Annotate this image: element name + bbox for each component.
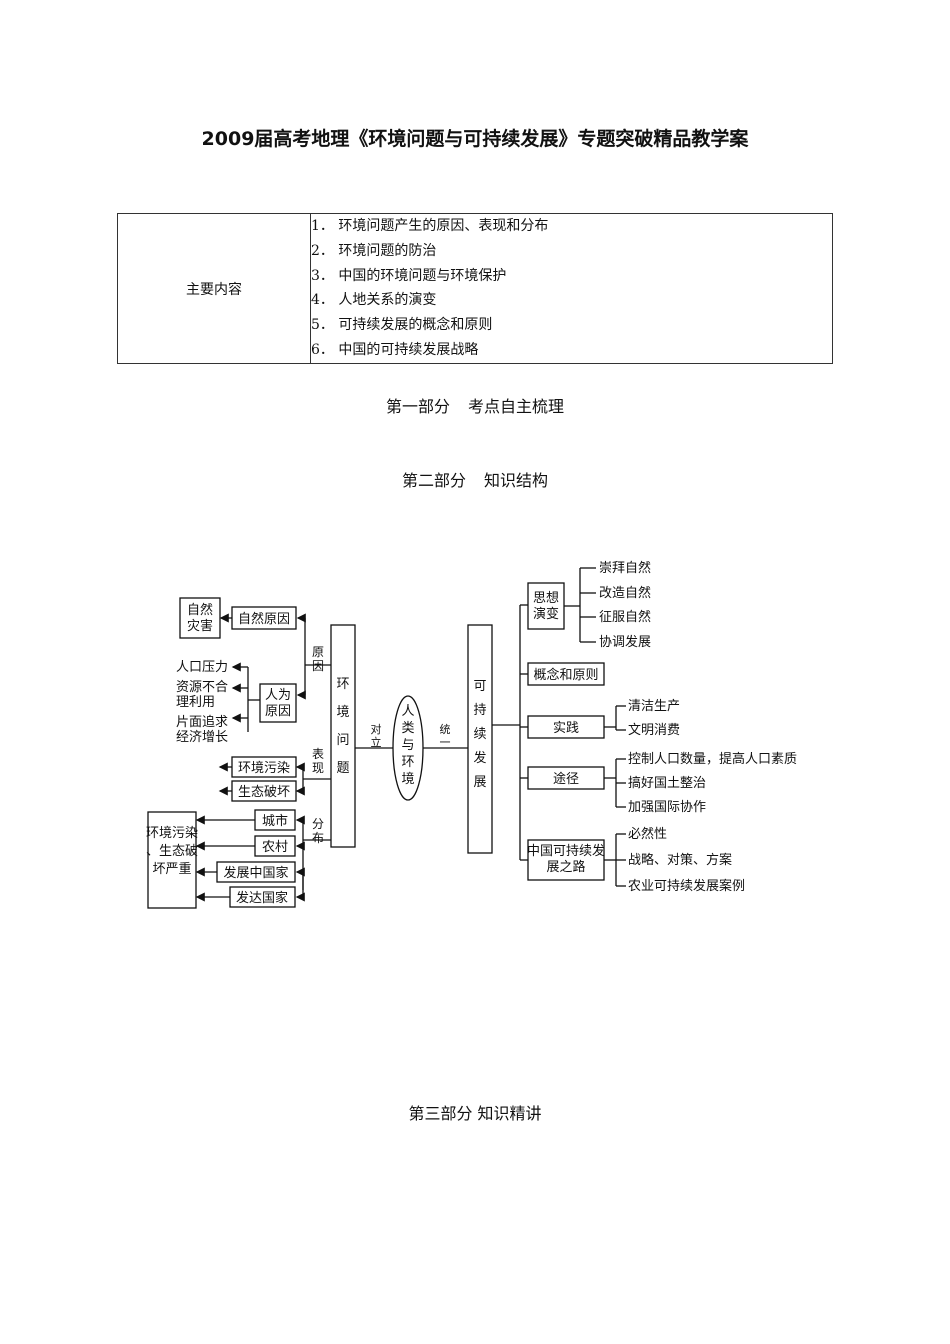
- natural-cause-label: 自然原因: [238, 611, 290, 627]
- section-number: 第一部分: [385, 397, 450, 416]
- distribution-label: 分布: [312, 817, 324, 845]
- severe-label: 环境污染、生态破坏严重: [146, 826, 198, 877]
- distribution-item-label: 发达国家: [236, 890, 288, 906]
- distribution-item-label: 农村: [262, 840, 288, 855]
- approach-label: 途径: [553, 771, 579, 787]
- section-name: 知识精讲: [477, 1104, 542, 1123]
- env-problem-box: [330, 624, 356, 848]
- human-cause-box: [259, 683, 297, 723]
- practice-item-label: 清洁生产: [628, 699, 680, 714]
- section-name: 知识结构: [484, 471, 549, 490]
- practice-label: 实践: [553, 721, 579, 736]
- section-number: 第三部分: [408, 1104, 473, 1123]
- env-problem-label: 环境问题: [336, 677, 349, 776]
- human-cause-label: 人为原因: [265, 688, 291, 719]
- approach-item-label: 控制人口数量，提高人口素质: [628, 751, 797, 767]
- human-factor-label: 人口压力: [176, 660, 228, 675]
- human-factor-label: 片面追求经济增长: [176, 714, 228, 745]
- knowledge-structure-diagram: 环境问题 人类与环境 可持续发展 对立 统一 原因 表现 分布 自然原因 自然灾…: [146, 560, 797, 909]
- distribution-item-label: 发展中国家: [223, 865, 288, 881]
- human-factor-label: 资源不合理利用: [176, 680, 228, 710]
- thought-item-label: 协调发展: [599, 634, 651, 650]
- natural-disaster-box: [179, 597, 221, 639]
- approach-item-label: 搞好国土整治: [628, 775, 706, 791]
- summary-table: 主要内容 1． 环境问题产生的原因、表现和分布 2． 环境问题的防治 3． 中国…: [117, 213, 833, 364]
- thought-evolution-box: [527, 582, 565, 630]
- china-item-label: 农业可持续发展案例: [628, 878, 745, 894]
- concept-principle-box: [527, 662, 605, 686]
- section-part3-heading: 第三部分 知识精讲: [0, 1100, 950, 1124]
- manifest-label: 生态破坏: [238, 785, 290, 800]
- section-name: 考点自主梳理: [468, 397, 565, 416]
- sustainable-dev-label: 可持续发展: [473, 679, 486, 790]
- summary-item: 2． 环境问题的防治: [311, 242, 437, 259]
- summary-item: 3． 中国的环境问题与环境保护: [311, 267, 507, 284]
- china-item-label: 必然性: [628, 826, 667, 842]
- summary-label: 主要内容: [117, 213, 311, 364]
- china-path-label: 中国可持续发展之路: [527, 843, 605, 875]
- thought-item-label: 征服自然: [599, 609, 651, 625]
- oppose-label: 对立: [371, 722, 382, 749]
- document-title: 2009届高考地理《环境问题与可持续发展》专题突破精品教学案: [201, 128, 749, 150]
- practice-item-label: 文明消费: [628, 723, 680, 738]
- manifestation-label: 表现: [312, 747, 324, 775]
- section-part1-heading: 第一部分考点自主梳理: [0, 393, 950, 417]
- concept-principle-label: 概念和原则: [533, 667, 598, 683]
- summary-items: 1． 环境问题产生的原因、表现和分布 2． 环境问题的防治 3． 中国的环境问题…: [310, 213, 833, 364]
- summary-item: 5． 可持续发展的概念和原则: [311, 317, 493, 334]
- summary-item: 6． 中国的可持续发展战略: [311, 341, 479, 358]
- summary-item: 1． 环境问题产生的原因、表现和分布: [311, 218, 549, 234]
- sustainable-dev-box: [467, 624, 493, 854]
- unify-label: 统一: [440, 723, 451, 749]
- section-number: 第二部分: [401, 471, 466, 490]
- severe-box: [147, 811, 197, 909]
- thought-item-label: 崇拜自然: [599, 560, 651, 576]
- summary-item: 4． 人地关系的演变: [311, 292, 437, 309]
- approach-item-label: 加强国际协作: [628, 800, 706, 815]
- manifest-label: 环境污染: [238, 761, 290, 776]
- section-part2-heading: 第二部分知识结构: [0, 467, 950, 491]
- china-item-label: 战略、对策、方案: [628, 852, 732, 868]
- thought-evolution-label: 思想演变: [533, 590, 559, 622]
- natural-disaster-label: 自然灾害: [187, 602, 213, 634]
- china-path-box: [527, 839, 605, 881]
- thought-item-label: 改造自然: [599, 585, 651, 601]
- distribution-item-label: 城市: [262, 813, 288, 829]
- human-env-label: 人类与环境: [401, 704, 414, 787]
- cause-label: 原因: [312, 645, 324, 673]
